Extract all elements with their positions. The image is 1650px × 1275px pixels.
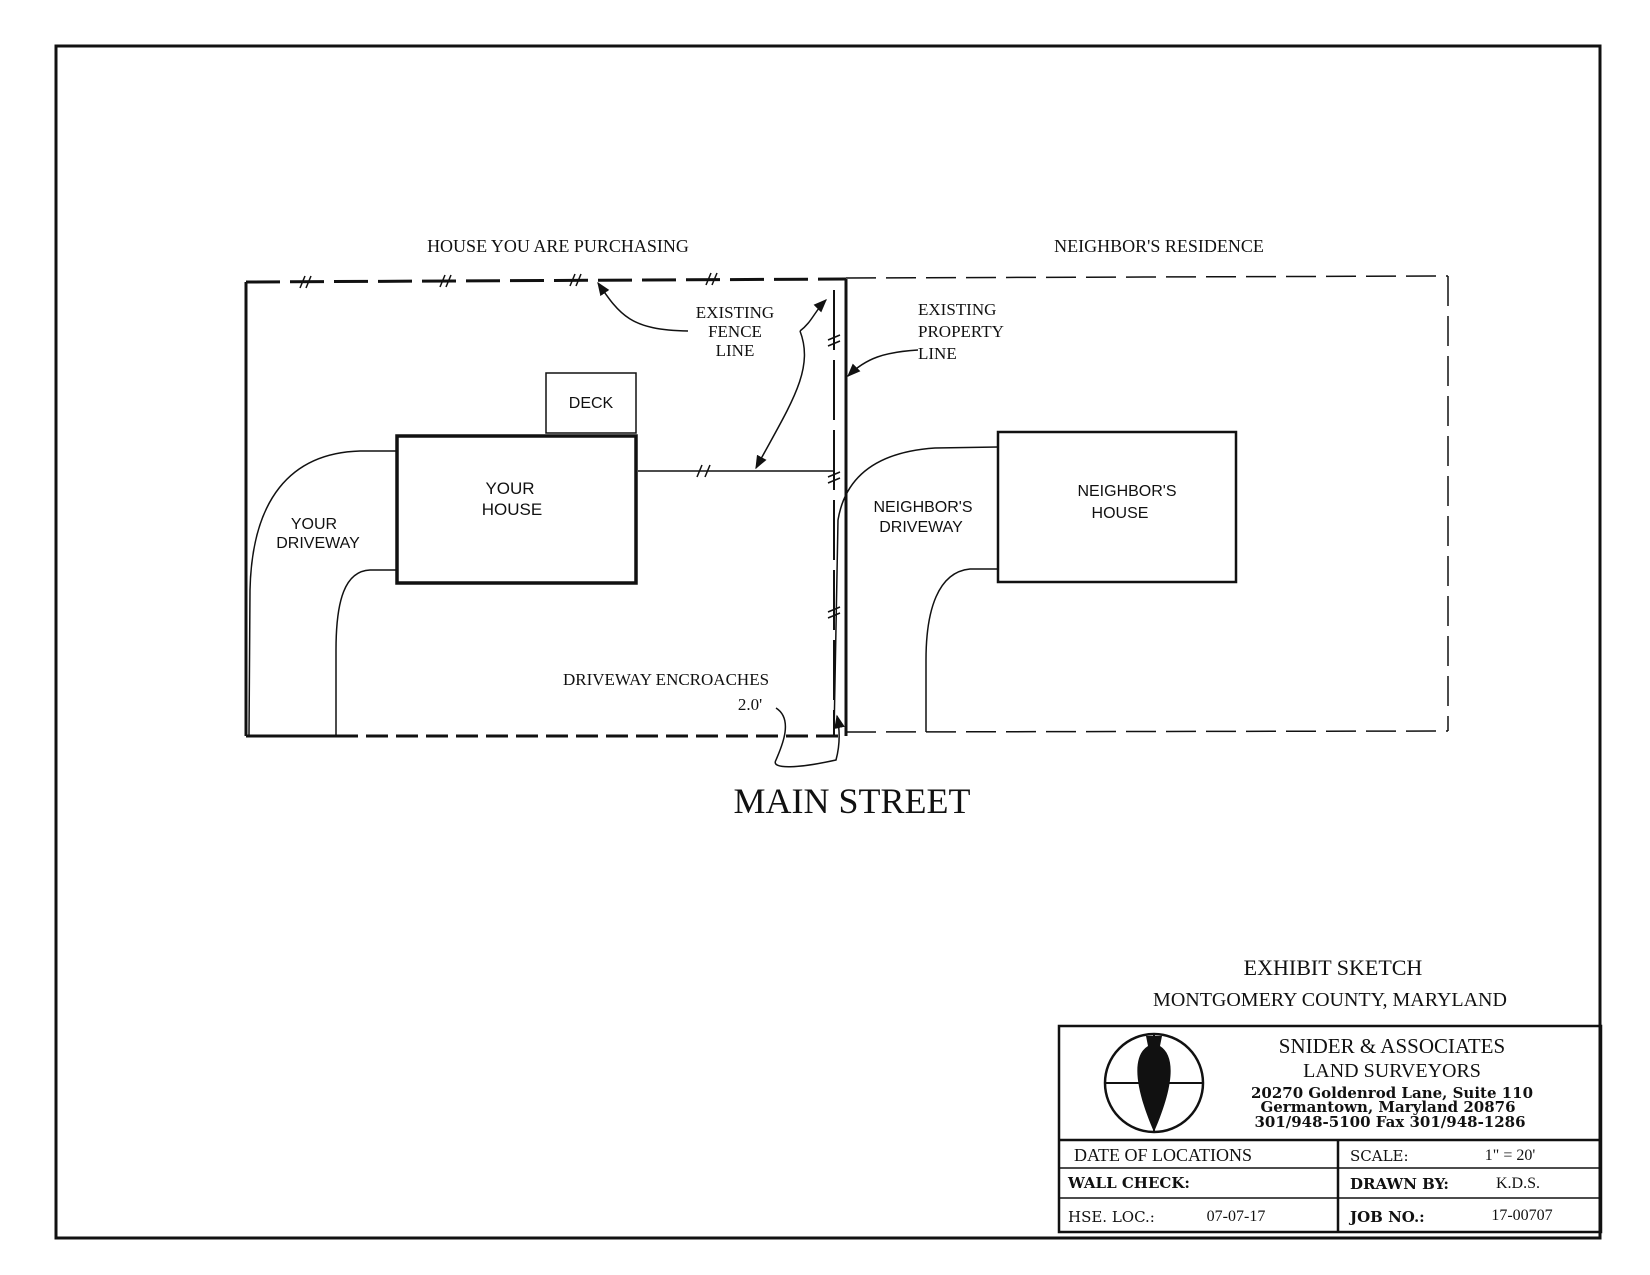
label-encroach-1: DRIVEWAY ENCROACHES [563, 670, 769, 689]
label-neighbor-house-2: HOUSE [1092, 505, 1149, 522]
title-exhibit: EXHIBIT SKETCH [1244, 955, 1423, 980]
label-property-line-3: LINE [918, 344, 957, 363]
firm-address-1: 20270 Goldenrod Lane, Suite 110 [1251, 1084, 1533, 1102]
hse-loc-label: HSE. LOC.: [1068, 1208, 1155, 1226]
hse-loc-value: 07-07-17 [1207, 1208, 1266, 1225]
neighbor-driveway [833, 446, 999, 736]
label-fence-line-3: LINE [716, 341, 755, 360]
label-neighbor-house-1: NEIGHBOR'S [1077, 483, 1176, 500]
label-property-line-2: PROPERTY [918, 322, 1004, 341]
scale-label: SCALE: [1350, 1147, 1409, 1165]
job-no-value: 17-00707 [1491, 1207, 1552, 1224]
firm-phone: 301/948-5100 Fax 301/948-1286 [1254, 1113, 1525, 1131]
title-county: MONTGOMERY COUNTY, MARYLAND [1153, 989, 1507, 1011]
your-driveway [248, 450, 397, 736]
date-of-locations: DATE OF LOCATIONS [1074, 1145, 1252, 1165]
label-your-driveway-2: DRIVEWAY [276, 535, 360, 552]
deck [545, 372, 637, 434]
sheet-border [54, 44, 1602, 1240]
label-street: MAIN STREET [734, 781, 971, 821]
firm-type: LAND SURVEYORS [1303, 1060, 1481, 1082]
neighbor-house [996, 430, 1238, 584]
firm-name: SNIDER & ASSOCIATES [1279, 1034, 1505, 1058]
wall-check-label: WALL CHECK: [1067, 1174, 1190, 1192]
title-block: SNIDER & ASSOCIATES LAND SURVEYORS 20270… [1057, 1024, 1603, 1234]
label-your-driveway-1: YOUR [291, 516, 337, 533]
neighbor-lot [845, 275, 1449, 733]
label-property-line-1: EXISTING [918, 300, 996, 319]
your-house [395, 434, 638, 585]
label-fence-line-1: EXISTING [696, 303, 774, 322]
job-no-label: JOB NO.: [1348, 1208, 1425, 1226]
scale-value: 1" = 20' [1485, 1147, 1536, 1164]
leaders [597, 281, 919, 768]
label-deck: DECK [569, 395, 614, 412]
drawn-by-label: DRAWN BY: [1350, 1175, 1449, 1193]
plumb-bob-logo-icon [1103, 1032, 1205, 1134]
firm-address-2: Germantown, Maryland 20876 [1260, 1098, 1515, 1116]
label-fence-line-2: FENCE [708, 322, 762, 341]
purchased-lot [244, 272, 848, 738]
label-encroach-2: 2.0' [738, 695, 762, 714]
label-house-purchasing: HOUSE YOU ARE PURCHASING [427, 236, 689, 256]
label-your-house-2: HOUSE [482, 500, 542, 519]
label-neighbor-residence: NEIGHBOR'S RESIDENCE [1054, 236, 1264, 256]
drawn-by-value: K.D.S. [1496, 1175, 1540, 1192]
label-neighbor-driveway-1: NEIGHBOR'S [873, 499, 972, 516]
label-neighbor-driveway-2: DRIVEWAY [879, 519, 963, 536]
label-your-house-1: YOUR [485, 479, 534, 498]
